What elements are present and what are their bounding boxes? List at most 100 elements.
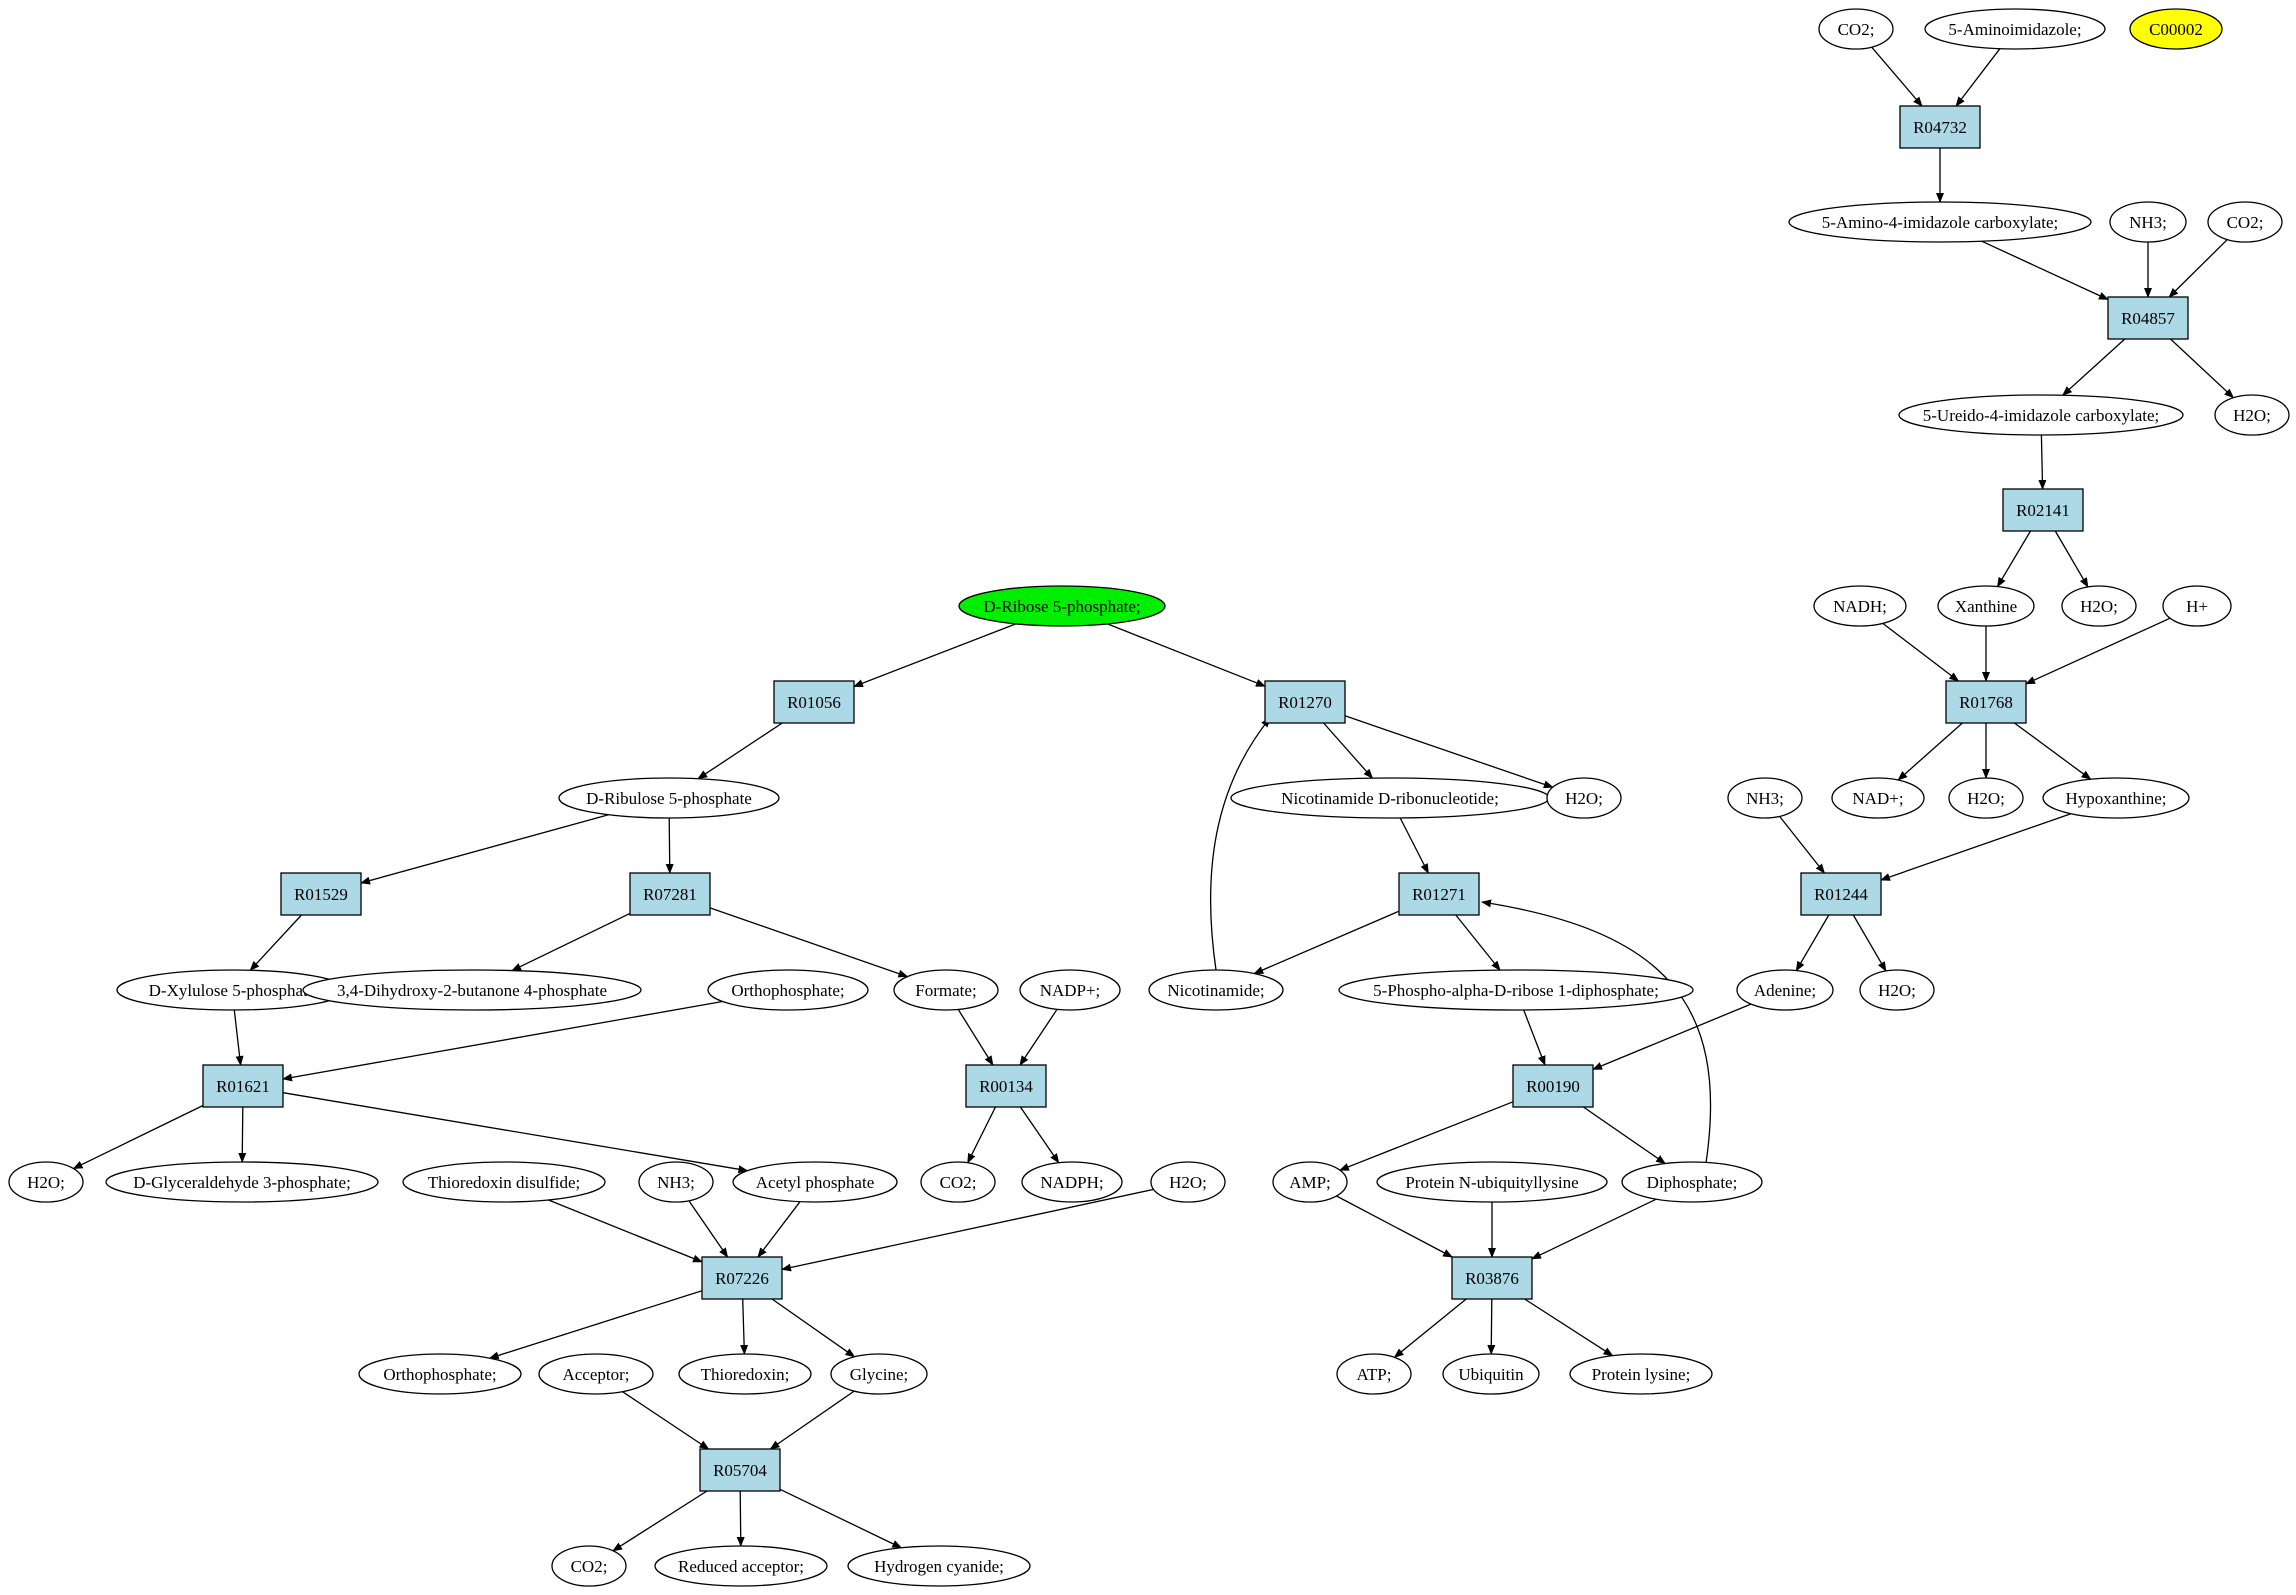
node-label: R01056 [787,693,841,712]
node-label: R05704 [713,1461,767,1480]
compound-node-h2o_b[interactable]: H2O; [2061,585,2137,627]
compound-node-reduced_acceptor[interactable]: Reduced acceptor; [654,1545,828,1587]
compound-ellipse [958,585,1166,627]
compound-ellipse [1376,1161,1608,1203]
compound-node-h2o_a[interactable]: H2O; [2214,394,2290,436]
compound-node-adenine[interactable]: Adenine; [1736,969,1834,1011]
compound-node-ribose5p[interactable]: D-Ribose 5-phosphate; [958,585,1166,627]
compound-node-amino_carbox[interactable]: 5-Amino-4-imidazole carboxylate; [1788,201,2092,243]
compound-node-ribulose5p[interactable]: D-Ribulose 5-phosphate [558,777,780,819]
compound-node-ubiquitin[interactable]: Ubiquitin [1442,1353,1540,1395]
reaction-node-r04857[interactable]: R04857 [2107,296,2189,340]
edge-nadpplus-to-r00134 [1019,1008,1058,1066]
node-label: D-Glyceraldehyde 3-phosphate; [133,1173,351,1192]
compound-node-g3p[interactable]: D-Glyceraldehyde 3-phosphate; [105,1161,379,1203]
reaction-node-r01271[interactable]: R01271 [1398,872,1480,916]
compound-node-hplus[interactable]: H+ [2162,585,2232,627]
reaction-node-r04732[interactable]: R04732 [1899,105,1981,149]
compound-node-nicotinamide[interactable]: Nicotinamide; [1148,969,1284,1011]
reaction-node-r05704[interactable]: R05704 [699,1448,781,1492]
compound-node-xanthine[interactable]: Xanthine [1937,585,2035,627]
compound-node-acetyl_phosphate[interactable]: Acetyl phosphate [732,1161,898,1203]
compound-node-nh3_a[interactable]: NH3; [2109,201,2187,243]
compound-node-xylulose5p[interactable]: D-Xylulose 5-phosphate [116,969,348,1011]
compound-node-thioredoxin[interactable]: Thioredoxin; [678,1353,812,1395]
reaction-box [965,1064,1047,1108]
compound-node-co2_a[interactable]: CO2; [1818,8,1894,50]
compound-node-co2_c[interactable]: CO2; [920,1161,996,1203]
compound-node-thioredoxin_disulfide[interactable]: Thioredoxin disulfide; [402,1161,606,1203]
reaction-node-r00134[interactable]: R00134 [965,1064,1047,1108]
compound-node-orthophosphate_b[interactable]: Orthophosphate; [358,1353,522,1395]
compound-node-nmn[interactable]: Nicotinamide D-ribonucleotide; [1230,777,1550,819]
edge-r07281-to-dhbp [511,912,631,972]
node-label: H2O; [1967,789,2005,808]
compound-node-aminoimidazole[interactable]: 5-Aminoimidazole; [1924,8,2106,50]
compound-node-nh3_c[interactable]: NH3; [638,1161,714,1203]
edge-r07226-to-orthophosphate_b [488,1290,703,1360]
compound-node-h2o_d[interactable]: H2O; [1859,969,1935,1011]
compound-node-c00002[interactable]: C00002 [2129,8,2223,50]
compound-node-glycine[interactable]: Glycine; [830,1353,928,1395]
compound-ellipse [1338,969,1694,1011]
compound-ellipse [1818,8,1894,50]
compound-ellipse [1150,1161,1226,1203]
compound-node-nadph[interactable]: NADPH; [1021,1161,1123,1203]
compound-node-h2o_f[interactable]: H2O; [8,1161,84,1203]
compound-node-acceptor[interactable]: Acceptor; [538,1353,654,1395]
node-label: 3,4-Dihydroxy-2-butanone 4-phosphate [337,981,607,1000]
node-label: 5-Ureido-4-imidazole carboxylate; [1923,406,2159,425]
compound-ellipse [1788,201,2092,243]
reaction-node-r01529[interactable]: R01529 [280,872,362,916]
reaction-box [1899,105,1981,149]
compound-node-ureido_carbox[interactable]: 5-Ureido-4-imidazole carboxylate; [1898,394,2184,436]
compound-node-hcn[interactable]: Hydrogen cyanide; [847,1545,1031,1587]
compound-node-nh3_b[interactable]: NH3; [1727,777,1803,819]
node-label: H2O; [1878,981,1916,1000]
compound-node-diphosphate[interactable]: Diphosphate; [1621,1161,1763,1203]
reaction-node-r01270[interactable]: R01270 [1264,680,1346,724]
reaction-node-r03876[interactable]: R03876 [1451,1256,1533,1300]
node-label: NH3; [2129,213,2167,232]
compound-node-protein_ub_lys[interactable]: Protein N-ubiquityllysine [1376,1161,1608,1203]
reaction-node-r07226[interactable]: R07226 [701,1256,783,1300]
edge-nadh-to-r01768 [1882,622,1960,682]
reaction-node-r01056[interactable]: R01056 [773,680,855,724]
compound-node-hypoxanthine[interactable]: Hypoxanthine; [2042,777,2190,819]
reaction-node-r01621[interactable]: R01621 [202,1064,284,1108]
compound-ellipse [2109,201,2187,243]
node-label: Nicotinamide; [1167,981,1264,1000]
reaction-node-r01244[interactable]: R01244 [1800,872,1882,916]
reaction-node-r02141[interactable]: R02141 [2002,488,2084,532]
compound-node-h2o_c[interactable]: H2O; [1948,777,2024,819]
compound-node-protein_lysine[interactable]: Protein lysine; [1569,1353,1713,1395]
edge-orthophosphate_a-to-r01621 [282,1000,723,1082]
compound-node-orthophosphate_a[interactable]: Orthophosphate; [707,969,869,1011]
compound-node-h2o_e[interactable]: H2O; [1546,777,1622,819]
node-label: Nicotinamide D-ribonucleotide; [1281,789,1499,808]
reaction-node-r00190[interactable]: R00190 [1512,1064,1594,1108]
node-label: Hydrogen cyanide; [874,1557,1004,1576]
reaction-box [202,1064,284,1108]
node-label: R04857 [2121,309,2175,328]
node-label: ATP; [1357,1365,1392,1384]
compound-node-co2_b[interactable]: CO2; [2207,201,2283,243]
node-label: H2O; [2233,406,2271,425]
compound-node-atp[interactable]: ATP; [1336,1353,1412,1395]
edge-diphosphate-to-r03876 [1531,1198,1657,1260]
reaction-node-r01768[interactable]: R01768 [1945,680,2027,724]
compound-node-prpp[interactable]: 5-Phospho-alpha-D-ribose 1-diphosphate; [1338,969,1694,1011]
compound-node-co2_d[interactable]: CO2; [551,1545,627,1587]
compound-node-dhbp[interactable]: 3,4-Dihydroxy-2-butanone 4-phosphate [302,969,642,1011]
edge-r02141-to-xanthine [1996,530,2032,588]
compound-node-nadpplus[interactable]: NADP+; [1019,969,1121,1011]
compound-node-h2o_g[interactable]: H2O; [1150,1161,1226,1203]
compound-node-formate[interactable]: Formate; [893,969,999,1011]
edge-r05704-to-co2_d [612,1490,708,1552]
compound-node-amp[interactable]: AMP; [1272,1161,1348,1203]
compound-node-nadh[interactable]: NADH; [1813,585,1907,627]
reaction-node-r07281[interactable]: R07281 [629,872,711,916]
compound-node-nadplus[interactable]: NAD+; [1831,777,1925,819]
compound-ellipse [1813,585,1907,627]
compound-ellipse [920,1161,996,1203]
